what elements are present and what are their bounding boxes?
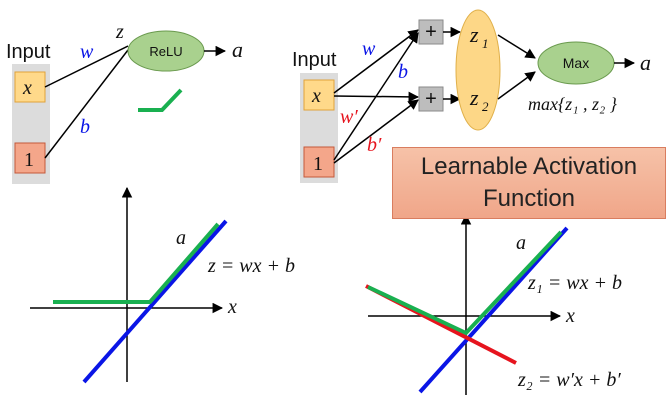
left-weight-w: w: [80, 41, 94, 63]
right-input-one-box: [303, 146, 335, 178]
left-plot-a-label: a: [176, 227, 186, 249]
left-plot-relu-curve: [53, 222, 220, 304]
left-plot-line-z: [82, 219, 228, 384]
callout-text: Learnable Activation Function: [421, 151, 637, 215]
right-plot-max-curve: [367, 230, 563, 336]
right-input-label: Input: [292, 49, 337, 71]
relu-label: ReLU: [149, 44, 182, 59]
right-edge-b-prime: [333, 99, 419, 164]
left-node-z: z: [115, 21, 124, 43]
left-input-x: x: [22, 77, 32, 99]
right-bias-b-prime: b′: [367, 134, 382, 156]
right-input-one: 1: [313, 153, 323, 175]
right-plot-eq2: z₂ = w′x + b′: [517, 369, 621, 391]
z1-to-max-arrow: [497, 34, 536, 59]
right-edge-b: [333, 32, 419, 161]
z2-subscript: 2: [482, 99, 489, 114]
z-node-group: [455, 9, 501, 131]
right-plus-1: +: [425, 21, 437, 43]
left-plot-x-label: x: [227, 296, 237, 318]
z2-label: z: [469, 85, 479, 110]
left-input-label: Input: [6, 41, 51, 63]
right-weight-w-prime: w′: [340, 106, 358, 128]
relu-shape-icon: [138, 88, 183, 112]
left-edge-b: [44, 49, 129, 159]
left-edge-w: [44, 45, 129, 88]
callout-line-2: Function: [482, 185, 576, 212]
left-plot-equation: z = wx + b: [207, 255, 295, 277]
left-output-a: a: [232, 37, 243, 62]
right-edge-w: [333, 29, 419, 94]
left-input-one: 1: [24, 149, 34, 171]
z2-to-max-arrow: [497, 71, 536, 100]
max-label: Max: [563, 55, 589, 71]
left-bias-b: b: [80, 116, 90, 138]
right-sum-node-1: [418, 19, 444, 45]
right-plus-2: +: [425, 88, 437, 110]
right-output-a: a: [640, 50, 651, 75]
right-plot-eq1: z₁ = wx + b: [527, 272, 622, 294]
left-input-x-box: [14, 71, 46, 103]
right-weight-w: w: [362, 38, 376, 60]
max-expression: max{z₁ , z₂ }: [528, 94, 618, 114]
right-input-x-box: [303, 79, 335, 111]
learnable-activation-callout: Learnable Activation Function: [392, 147, 666, 219]
right-plot-a-label: a: [516, 232, 526, 254]
right-plot-x-label: x: [565, 305, 575, 327]
callout-line-1: Learnable Activation: [420, 153, 638, 180]
right-input-x: x: [311, 85, 321, 107]
right-bias-b: b: [398, 61, 408, 83]
z1-label: z: [469, 22, 479, 47]
right-plot-line-z1: [418, 226, 569, 394]
z1-subscript: 1: [482, 36, 489, 51]
